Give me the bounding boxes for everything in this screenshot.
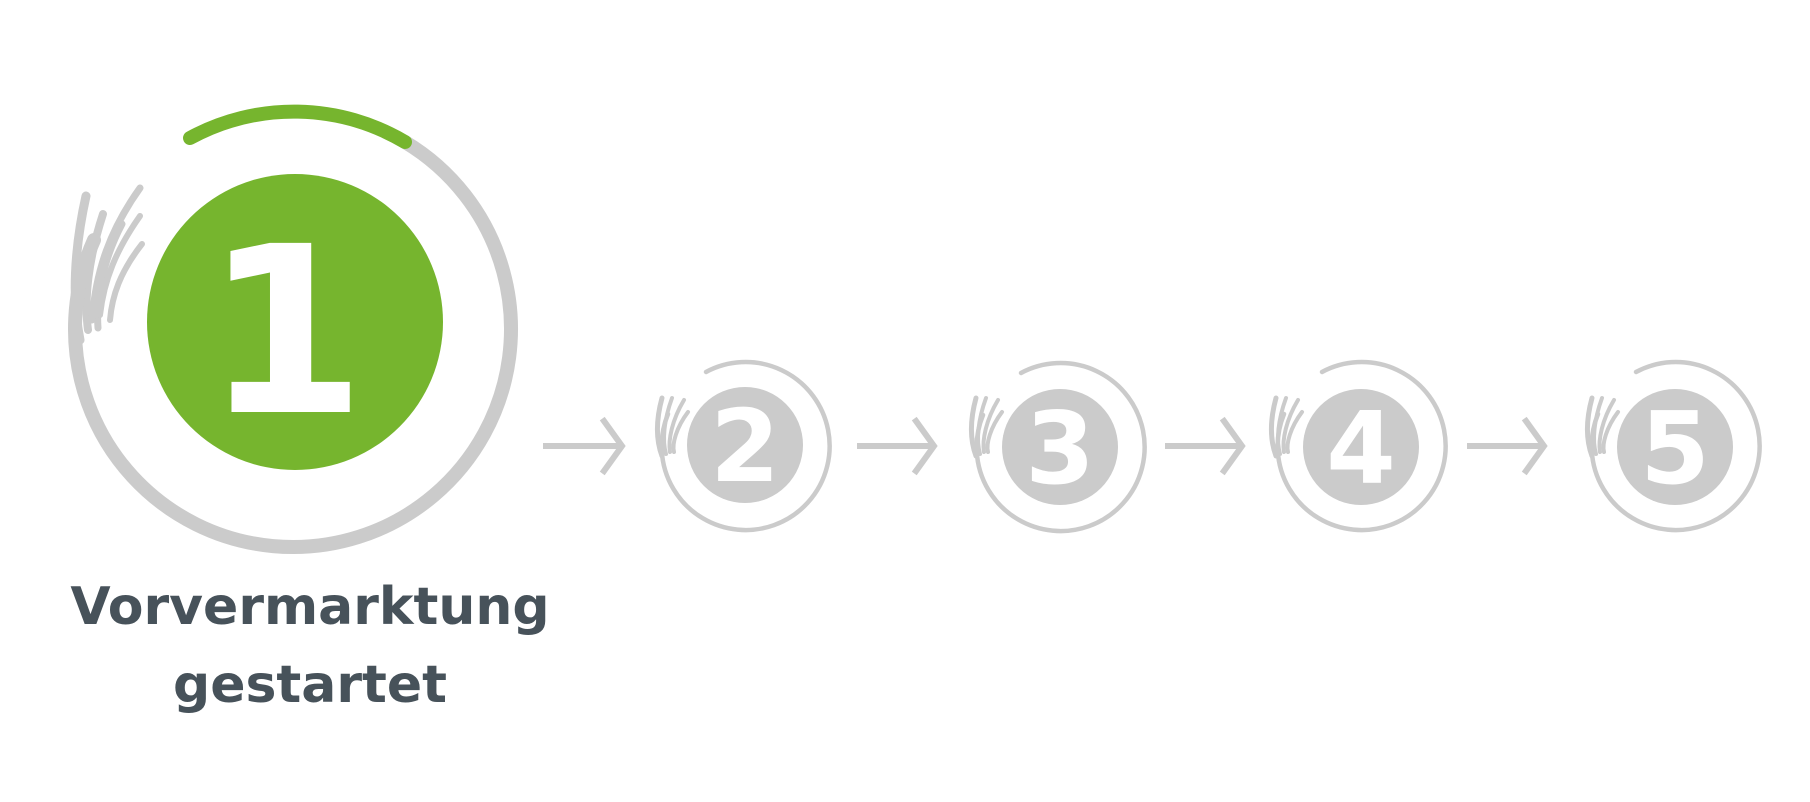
step-3[interactable]: 3 [969,360,1147,534]
arrow-right-icon [1165,416,1246,476]
step-2-circle [687,387,803,503]
step-5-circle [1617,389,1733,505]
step-3-number: 3 [1025,390,1095,507]
step-4-circle [1303,389,1419,505]
step-4-number: 4 [1326,390,1396,507]
step-3-circle [1002,389,1118,505]
step-1-number: 1 [204,197,365,467]
step-1-circle [147,174,443,470]
arrow-right-icon [1467,416,1548,476]
step-1-ring [68,135,518,554]
step-2-number: 2 [710,388,780,505]
step-1-progress-arc [183,104,412,149]
step-5-number: 5 [1640,390,1710,507]
step-1-label-line-1: Vorvermarktung [70,577,550,637]
step-5[interactable]: 5 [1585,359,1762,533]
step-5-ring [1589,359,1762,533]
step-4[interactable]: 4 [1269,359,1448,533]
step-3-ring [974,360,1147,534]
arrow-right-icon [543,416,626,476]
step-2-ring [659,359,832,533]
step-1[interactable]: 1 [68,104,518,554]
step-4-ring [1275,359,1448,533]
step-1-label-line-2: gestartet [172,655,447,715]
step-2[interactable]: 2 [655,359,832,533]
arrow-right-icon [857,416,938,476]
step-1-label: Vorvermarktung gestartet [40,568,580,724]
